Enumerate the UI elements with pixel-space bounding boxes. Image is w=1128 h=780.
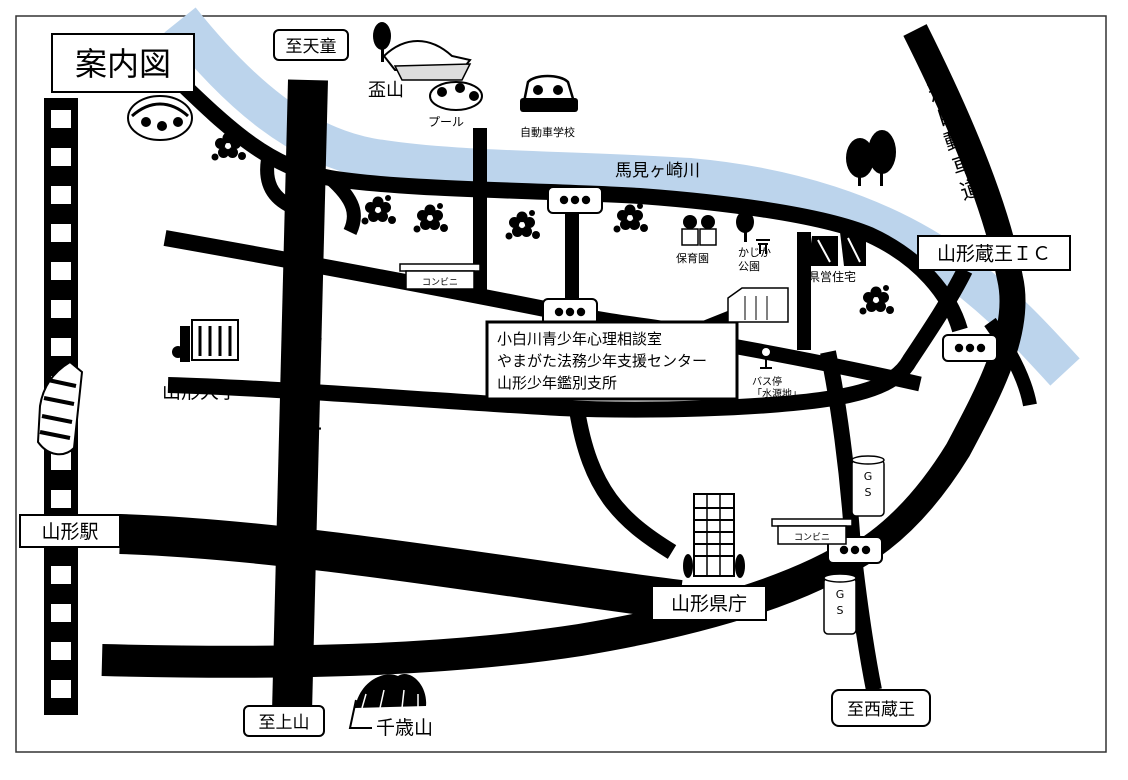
to-nishizao-label: 至西蔵王 (847, 700, 915, 720)
mountain-icon (382, 40, 472, 81)
prefectural-office-box: 山形県庁 (651, 585, 767, 621)
nursery-label: 保育園 (676, 251, 709, 265)
kajika-park-label: かじか公園 (738, 246, 771, 273)
svg-text:GS: GS (836, 588, 845, 617)
prefectural-housing-label: 県営住宅 (808, 269, 856, 284)
destination-line-2: やまがた法務少年支援センター (497, 352, 707, 370)
bus-stop-icon (760, 346, 772, 369)
nursery-icon (681, 215, 717, 246)
convenience-store-1-label: コンビニ (422, 277, 458, 288)
prefectural-office-label: 山形県庁 (671, 593, 747, 615)
map-title: 案内図 (75, 45, 171, 83)
to-nishizao-box: 至西蔵王 (831, 689, 931, 727)
svg-text:国道１３号: 国道１３号 (293, 278, 323, 449)
to-kaminoyama-box: 至上山 (243, 705, 325, 737)
yamagata-zao-ic-label: 山形蔵王ＩＣ (937, 243, 1051, 265)
svg-text:GS: GS (864, 470, 873, 499)
mountain-icon (348, 673, 427, 729)
building-icon (683, 493, 745, 578)
bus-stop-label: バス停「水源地」 (752, 375, 802, 400)
sakazuki-yama-label: 盃山 (368, 80, 404, 101)
tree-icon (846, 130, 896, 186)
traffic-signal-icon (547, 186, 603, 214)
to-tendo-box: 至天童 (273, 29, 349, 61)
pool-label: プール (428, 115, 464, 129)
chitose-yama-label: 千歳山 (376, 717, 433, 739)
svg-text:山形自動車道: 山形自動車道 (917, 51, 986, 205)
map-title-box: 案内図 (51, 33, 195, 93)
building-icon (727, 287, 789, 323)
expressway-label: 山形自動車道 (917, 51, 986, 205)
yamagata-station-box: 山形駅 (19, 514, 121, 548)
yamagata-univ-label: 山形大学 (162, 381, 238, 403)
driving-school-label: 自動車学校 (520, 125, 575, 139)
tree-icon (736, 211, 754, 242)
shrine-gate-icon (756, 239, 770, 254)
convenience-store-1: コンビニ (399, 263, 481, 290)
to-kaminoyama-label: 至上山 (259, 713, 310, 733)
destination-line-1: 小白川青少年心理相談室 (497, 330, 662, 348)
destination-box: 小白川青少年心理相談室 やまがた法務少年支援センター 山形少年鑑別支所 (485, 310, 739, 401)
yamagata-zao-ic-box: 山形蔵王ＩＣ (917, 235, 1071, 271)
tree-icon (373, 22, 391, 62)
train-icon (36, 360, 84, 456)
pool-icon (127, 95, 193, 141)
building-icon (808, 232, 866, 266)
convenience-store-2: コンビニ (771, 518, 853, 545)
national-route-label: 国道１３号 (293, 278, 323, 449)
to-tendo-label: 至天童 (286, 37, 337, 57)
pool-icon (429, 81, 483, 111)
building-icon (172, 319, 239, 362)
destination-line-3: 山形少年鑑別支所 (497, 374, 617, 392)
convenience-store-2-label: コンビニ (794, 532, 830, 543)
river-label: 馬見ヶ崎川 (615, 161, 700, 181)
traffic-signal-icon (942, 334, 998, 362)
car-icon (520, 74, 578, 112)
yamagata-station-label: 山形駅 (41, 521, 98, 543)
